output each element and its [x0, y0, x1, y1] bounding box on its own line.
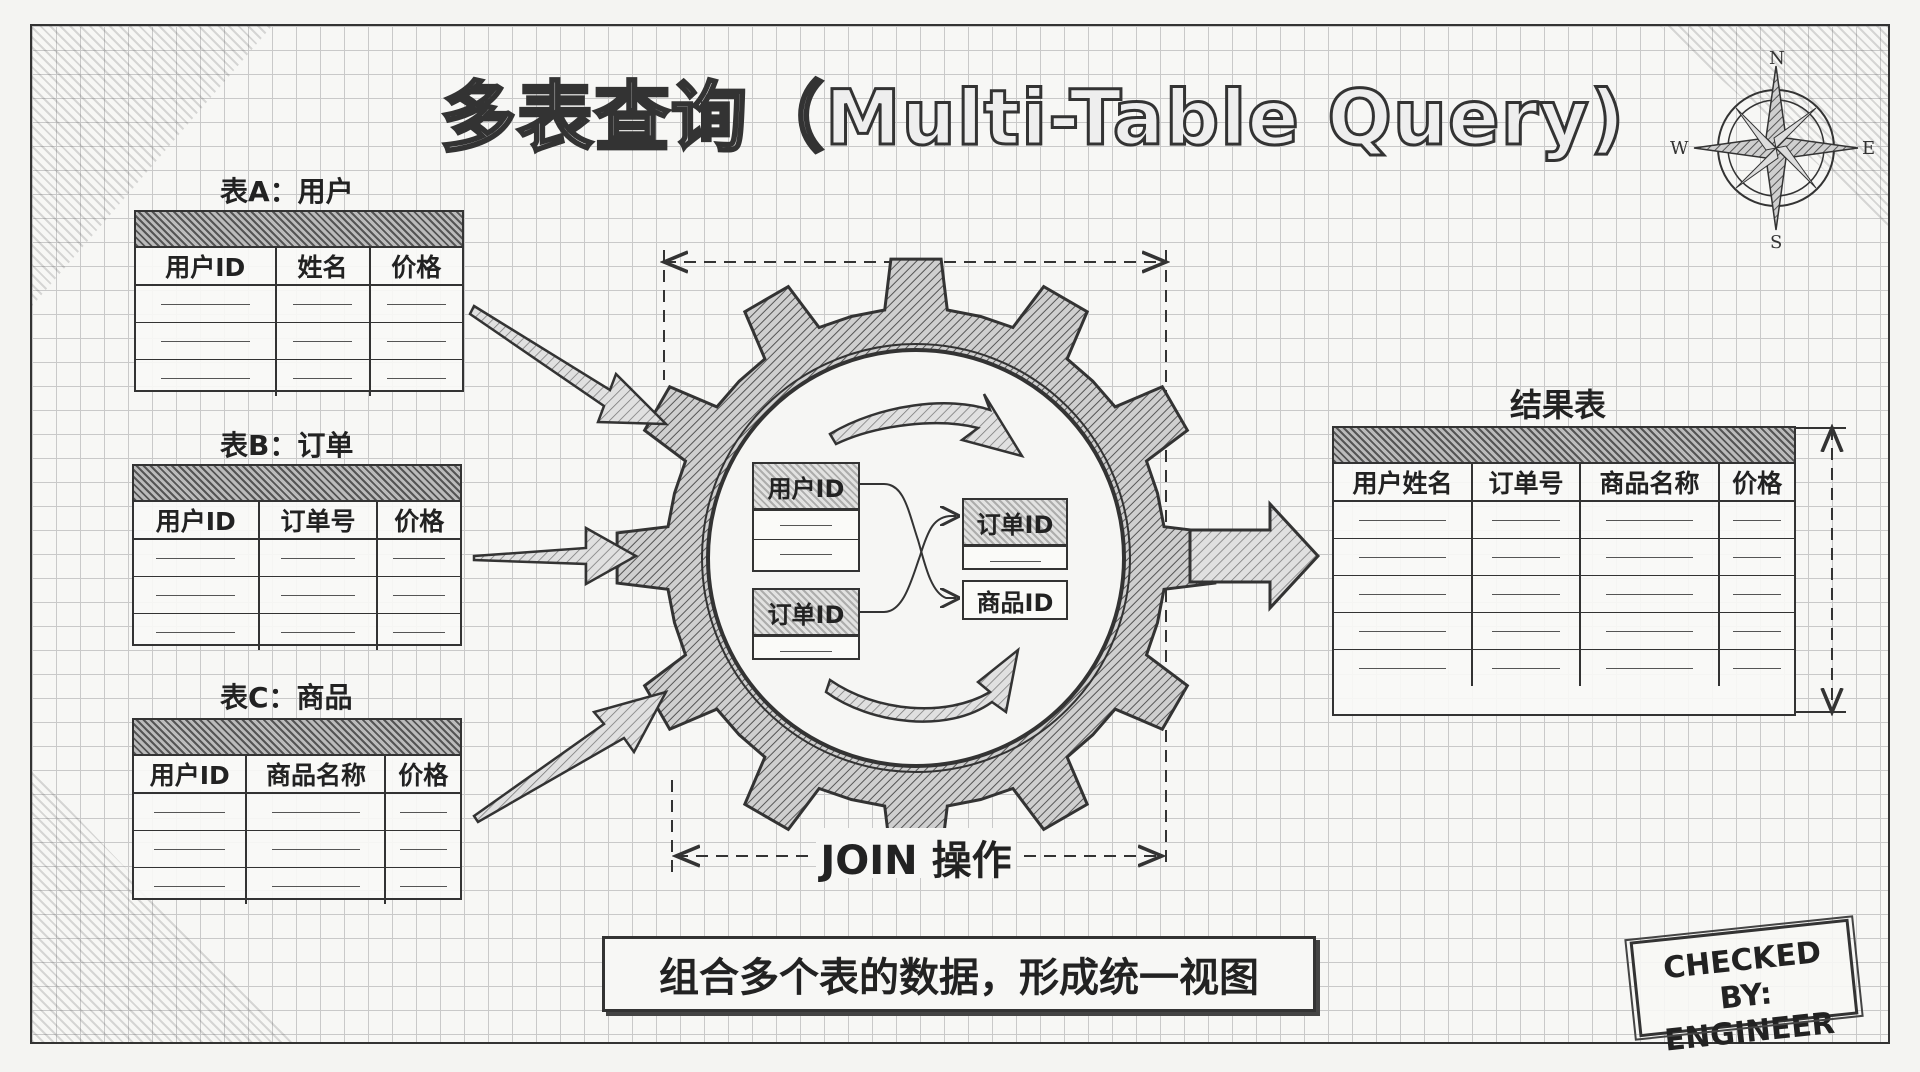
- table-b-label: 表B：订单: [220, 429, 354, 462]
- compass-icon: N S E W: [1670, 48, 1875, 253]
- table-a: 用户ID 姓名 价格: [134, 210, 464, 396]
- table-row: [134, 576, 460, 614]
- gear: [615, 257, 1217, 859]
- table-c-label: 表C：商品: [220, 681, 353, 714]
- compass-s: S: [1770, 232, 1782, 253]
- table-row: [134, 613, 460, 650]
- table-a-col-3: 价格: [369, 248, 462, 286]
- curved-arrows: [824, 393, 1025, 723]
- stamp-line-1: CHECKED BY:: [1661, 934, 1823, 1017]
- list-item: [754, 636, 858, 665]
- table-b-col-3: 价格: [377, 502, 460, 540]
- join-connectors: [858, 483, 956, 613]
- table-b-col-2: 订单号: [258, 502, 379, 540]
- table-a-label: 表A：用户: [220, 175, 354, 208]
- table-a-header-bar: [136, 212, 462, 248]
- gear-box-order-id-right: 订单ID: [962, 498, 1068, 570]
- table-c: 用户ID 商品名称 价格: [132, 718, 462, 904]
- table-row: [134, 867, 460, 904]
- result-col-3: 商品名称: [1579, 464, 1721, 502]
- result-table: 用户姓名 订单号 商品名称 价格: [1332, 426, 1796, 716]
- table-a-col-2: 姓名: [275, 248, 371, 286]
- summary-caption: 组合多个表的数据，形成统一视图: [602, 936, 1316, 1012]
- table-c-col-1: 用户ID: [134, 756, 248, 794]
- table-row: [1334, 500, 1794, 539]
- result-table-label: 结果表: [1510, 386, 1607, 424]
- checked-stamp: CHECKED BY: ENGINEER: [1629, 918, 1859, 1059]
- result-col-2: 订单号: [1472, 464, 1581, 502]
- list-item: [964, 546, 1066, 575]
- gear-box-user-id: 用户ID: [752, 462, 860, 572]
- table-row: [134, 830, 460, 868]
- table-b-col-1: 用户ID: [134, 502, 260, 540]
- table-row: [1334, 575, 1794, 613]
- compass-w: W: [1670, 138, 1689, 159]
- gear-box-order-id-left-label: 订单ID: [754, 590, 858, 636]
- table-c-col-2: 商品名称: [246, 756, 387, 794]
- gear-box-user-id-label: 用户ID: [754, 464, 858, 510]
- table-row: [1334, 538, 1794, 576]
- list-item: [754, 539, 858, 568]
- table-a-col-1: 用户ID: [136, 248, 277, 286]
- table-row: [134, 538, 460, 577]
- compass-n: N: [1769, 48, 1785, 69]
- table-row: [136, 322, 462, 360]
- join-operation-label: JOIN 操作: [816, 828, 1016, 884]
- gear-box-order-id-left: 订单ID: [752, 588, 860, 660]
- result-col-1: 用户姓名: [1334, 464, 1474, 502]
- gear-box-order-id-right-label: 订单ID: [964, 500, 1066, 546]
- gear-box-product-id: 商品ID: [962, 580, 1068, 620]
- result-col-4: 价格: [1719, 464, 1794, 502]
- output-arrow: [1188, 500, 1321, 612]
- table-b: 用户ID 订单号 价格: [132, 464, 462, 650]
- list-item: [754, 510, 858, 539]
- result-table-header-bar: [1334, 428, 1794, 464]
- table-row: [136, 359, 462, 396]
- table-row: [1334, 612, 1794, 650]
- table-b-header-bar: [134, 466, 460, 502]
- table-c-header-bar: [134, 720, 460, 756]
- table-row: [134, 792, 460, 831]
- table-row: [136, 284, 462, 323]
- table-c-col-3: 价格: [385, 756, 460, 794]
- table-row: [1334, 649, 1794, 686]
- input-arrows: [468, 304, 670, 824]
- compass-e: E: [1862, 138, 1875, 159]
